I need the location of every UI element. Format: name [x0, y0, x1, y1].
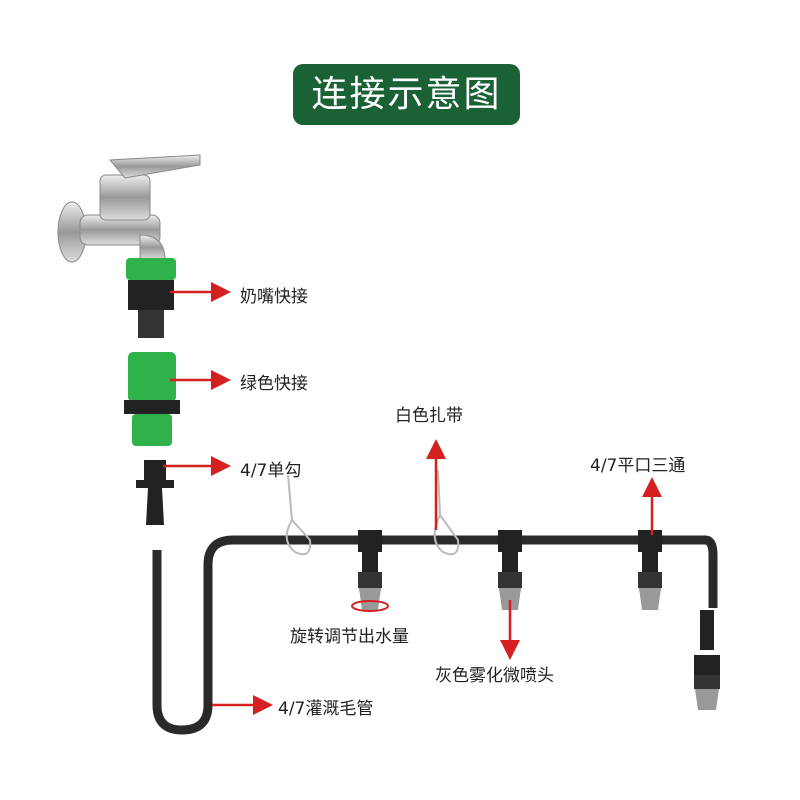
arrows — [163, 282, 662, 715]
green-quick-connector-part — [124, 352, 180, 446]
nipple-quick-connector-part — [126, 258, 176, 338]
tee-nozzles — [358, 530, 720, 710]
cable-tie — [285, 474, 312, 556]
label-nipple-quick-connector: 奶嘴快接 — [240, 287, 308, 307]
label-white-cable-tie: 白色扎带 — [395, 406, 463, 426]
diagram-title: 连接示意图 — [293, 64, 520, 125]
label-flat-tee: 4/7平口三通 — [590, 456, 686, 476]
label-green-quick-connector: 绿色快接 — [240, 374, 308, 394]
capillary-tube — [152, 535, 718, 735]
label-rotate-adjust: 旋转调节出水量 — [290, 627, 409, 647]
rotate-indicator — [351, 600, 389, 612]
label-single-barb: 4/7单勾 — [240, 461, 302, 481]
single-barb-part — [136, 460, 174, 525]
faucet — [57, 154, 201, 263]
label-grey-mist-nozzle: 灰色雾化微喷头 — [435, 666, 554, 686]
label-capillary-tube: 4/7灌溉毛管 — [278, 699, 374, 719]
